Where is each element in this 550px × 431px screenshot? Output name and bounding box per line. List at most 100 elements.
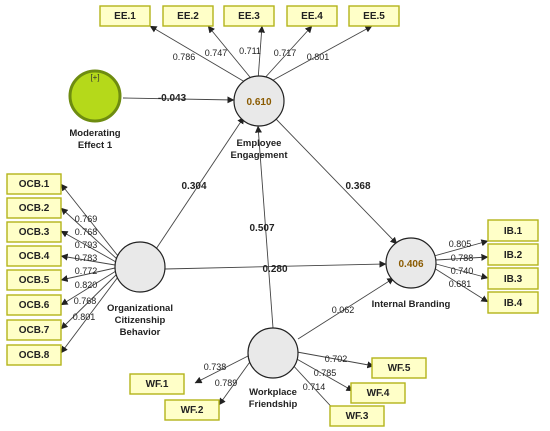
indicator-ocb6[interactable]: OCB.6	[6, 294, 62, 316]
ocb6-loading: 0.820	[75, 280, 98, 290]
ee4-loading-arrow	[261, 25, 313, 82]
workplace-friendship-label-line2: Friendship	[249, 399, 298, 410]
moderating-effect-label-line1: Moderating	[69, 128, 120, 139]
ee4-loading: 0.717	[274, 48, 297, 58]
indicator-ib1[interactable]: IB.1	[487, 219, 539, 242]
svg-text:OCB.8: OCB.8	[19, 350, 50, 361]
wf4-loading-arrow	[294, 357, 354, 392]
svg-text:IB.1: IB.1	[504, 226, 523, 237]
ib4-loading-arrow	[433, 267, 489, 303]
ib1-loading: 0.805	[449, 239, 472, 249]
ocb5-loading-arrow	[60, 267, 116, 282]
wf2-loading-arrow	[218, 358, 253, 406]
svg-text:IB.2: IB.2	[504, 250, 523, 261]
employee-engagement-label-line1: Employee	[237, 138, 282, 149]
svg-text:EE.5: EE.5	[363, 11, 385, 22]
ocb-label-line1: Organizational	[107, 303, 173, 314]
indicator-ocb4[interactable]: OCB.4	[6, 245, 62, 267]
svg-text:IB.3: IB.3	[504, 274, 523, 285]
path-ocb-to-ee	[155, 116, 245, 250]
indicator-ib2[interactable]: IB.2	[487, 243, 539, 266]
svg-text:EE.3: EE.3	[238, 11, 260, 22]
ib2-loading: 0.788	[451, 253, 474, 263]
loading-labels: 0.786 0.747 0.711 0.717 0.801 0.805 0.78…	[73, 46, 474, 392]
workplace-friendship-node[interactable]: Workplace Friendship	[247, 327, 299, 410]
indicator-ee3[interactable]: EE.3	[223, 5, 275, 27]
indicator-ib3[interactable]: IB.3	[487, 267, 539, 290]
ib2-loading-arrow	[435, 253, 489, 261]
svg-text:WF.2: WF.2	[181, 405, 204, 416]
svg-text:EE.4: EE.4	[301, 11, 323, 22]
svg-text:WF.5: WF.5	[388, 363, 411, 374]
path-ocb-ee-coef: 0.304	[181, 181, 206, 192]
ocb2-loading-arrow	[60, 207, 118, 260]
indicator-ee5[interactable]: EE.5	[348, 5, 400, 27]
path-ocb-ib-coef: 0.280	[262, 264, 287, 275]
indicator-ocb3[interactable]: OCB.3	[6, 221, 62, 243]
ee5-loading-arrow	[265, 25, 373, 85]
svg-text:EE.2: EE.2	[177, 11, 199, 22]
indicator-wf1[interactable]: WF.1	[129, 373, 185, 395]
ocb5-loading: 0.772	[75, 266, 98, 276]
indicator-ocb8[interactable]: OCB.8	[6, 344, 62, 366]
ee2-loading: 0.747	[205, 48, 228, 58]
svg-text:WF.3: WF.3	[346, 411, 369, 422]
expand-tag[interactable]: [+]	[90, 73, 99, 82]
ocb3-loading: 0.793	[75, 240, 98, 250]
internal-branding-label: Internal Branding	[372, 299, 451, 310]
wf3-loading: 0.714	[303, 382, 326, 392]
indicator-ee4[interactable]: EE.4	[286, 5, 338, 27]
ee1-loading-arrow	[149, 25, 251, 86]
svg-text:OCB.5: OCB.5	[19, 275, 50, 286]
links-layer	[60, 25, 489, 415]
indicator-ocb7[interactable]: OCB.7	[6, 319, 62, 341]
ocb-label-line2: Citizenship	[115, 315, 166, 326]
wf5-loading-arrow	[296, 351, 375, 369]
indicator-ocb5[interactable]: OCB.5	[6, 269, 62, 291]
moderating-effect-label-line2: Effect 1	[78, 140, 113, 151]
indicator-ee1[interactable]: EE.1	[99, 5, 151, 27]
ee3-loading-arrow	[257, 25, 265, 81]
svg-text:IB.4: IB.4	[504, 298, 523, 309]
ib4-loading: 0.681	[449, 279, 472, 289]
ib3-loading-arrow	[435, 263, 489, 280]
svg-text:OCB.4: OCB.4	[19, 251, 50, 262]
path-ee-to-ib	[275, 118, 398, 245]
svg-text:WF.4: WF.4	[367, 388, 390, 399]
ocb4-loading-arrow	[60, 253, 116, 266]
wf2-loading: 0.789	[215, 378, 238, 388]
indicator-ocb1[interactable]: OCB.1	[6, 173, 62, 195]
moderating-effect-node[interactable]: [+] Moderating Effect 1	[68, 69, 122, 151]
ocb7-loading: 0.768	[74, 296, 97, 306]
ib1-loading-arrow	[433, 239, 489, 257]
indicator-wf2[interactable]: WF.2	[164, 399, 220, 421]
employee-engagement-node[interactable]: 0.610 Employee Engagement	[230, 75, 288, 161]
path-wf-to-ee	[255, 125, 274, 329]
wf4-loading: 0.785	[314, 368, 337, 378]
ocb2-loading: 0.768	[75, 227, 98, 237]
latent-variables: [+] Moderating Effect 1 0.610 Employee E…	[68, 69, 451, 410]
ocb4-loading: 0.783	[75, 253, 98, 263]
ocb-node[interactable]: Organizational Citizenship Behavior	[107, 241, 173, 338]
internal-branding-node[interactable]: 0.406 Internal Branding	[372, 237, 451, 310]
ocb-label-line3: Behavior	[120, 327, 161, 338]
indicator-wf5[interactable]: WF.5	[371, 357, 427, 379]
svg-text:OCB.1: OCB.1	[19, 179, 50, 190]
indicator-ib4[interactable]: IB.4	[487, 291, 539, 314]
indicator-wf4[interactable]: WF.4	[350, 382, 406, 404]
path-mod-ee-coef: -0.043	[158, 93, 187, 104]
ee1-loading: 0.786	[173, 52, 196, 62]
indicator-ee2[interactable]: EE.2	[162, 5, 214, 27]
svg-text:WF.1: WF.1	[146, 379, 169, 390]
ocb7-loading-arrow	[60, 273, 118, 330]
svg-text:OCB.7: OCB.7	[19, 325, 50, 336]
path-wf-ib-coef: 0.062	[332, 305, 355, 315]
ocb8-loading-arrow	[60, 276, 119, 354]
path-wf-to-ib	[297, 277, 395, 340]
indicator-wf3[interactable]: WF.3	[329, 405, 385, 427]
ee3-loading: 0.711	[239, 46, 261, 56]
indicator-ocb2[interactable]: OCB.2	[6, 197, 62, 219]
path-ee-ib-coef: 0.368	[345, 181, 370, 192]
svg-text:EE.1: EE.1	[114, 11, 136, 22]
ocb1-loading: 0.769	[75, 214, 98, 224]
